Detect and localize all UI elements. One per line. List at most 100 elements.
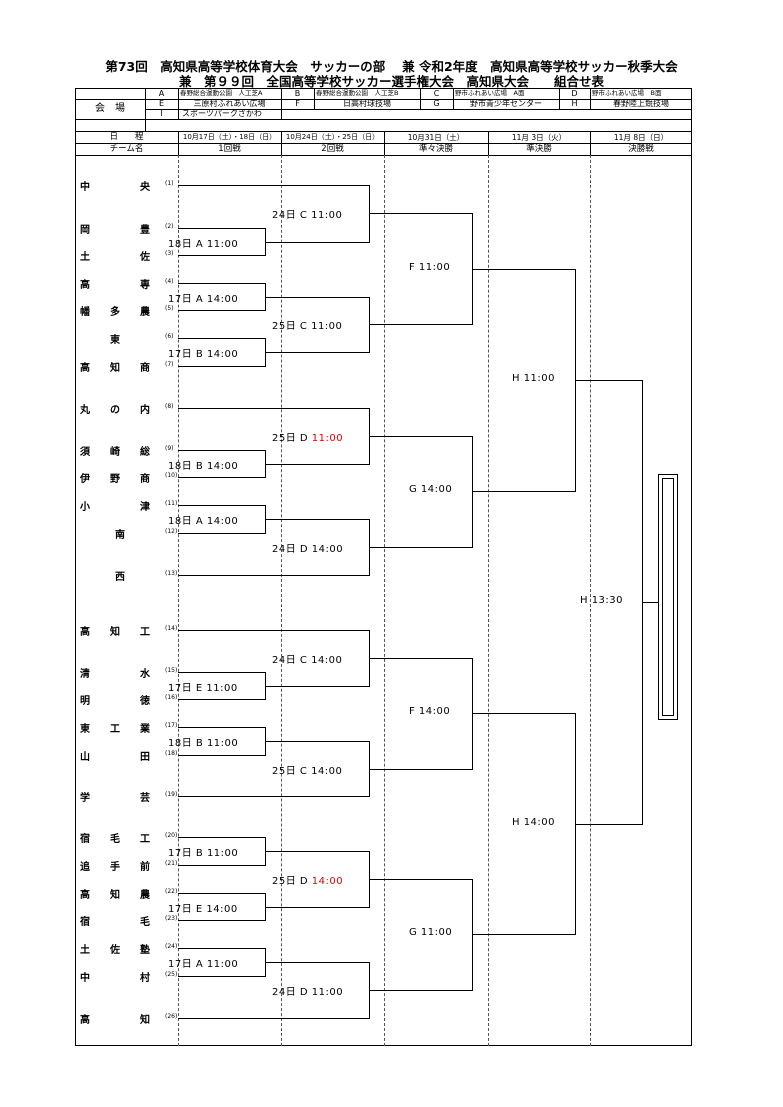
venue-code: I: [160, 109, 163, 118]
qf-match-label: F 11:00: [409, 261, 451, 273]
round-header: 準々決勝: [418, 144, 453, 154]
bracket-line: [265, 463, 369, 465]
venue-code: E: [158, 99, 165, 108]
team-name: 宿毛: [80, 913, 172, 928]
title-line-1: 第73回 高知県高等学校体育大会 サッカーの部 兼 令和2年度 高知県高等学校サ…: [105, 59, 678, 74]
date-cell: 10月31日（土）: [407, 133, 465, 142]
r2-match-label: 25日 D 14:00: [272, 872, 343, 887]
bracket-line: [265, 352, 369, 353]
venue-name: スポーツパークさかわ: [182, 109, 262, 118]
r2-match-label: 24日 D 14:00: [272, 540, 343, 555]
venue-label: 会 場: [95, 103, 125, 114]
team-name-text: 中央: [80, 178, 150, 193]
team-name-char: 高: [80, 627, 90, 638]
r1-match-label: 17日 E 14:00: [168, 903, 238, 915]
team-name-char: 幡: [80, 307, 90, 318]
team-name-char: 土: [80, 252, 90, 263]
venue-name: 野市ふれあい広場 A面: [455, 89, 525, 97]
team-name-char: 豊: [140, 225, 150, 236]
bracket-line: [369, 990, 472, 991]
r1-match-label: 17日 E 11:00: [168, 682, 238, 694]
team-name: 土佐: [80, 248, 172, 263]
team-name-char: 工: [140, 834, 150, 845]
bracket-line: [178, 450, 265, 451]
bracket-line: [178, 505, 265, 506]
bracket-line: [265, 685, 369, 687]
bracket-line: [178, 477, 265, 478]
team-name-text: 西: [80, 568, 185, 583]
team-name-char: 中: [80, 973, 90, 984]
bracket-line: [369, 878, 472, 880]
grid-line: [75, 143, 692, 144]
grid-line: [590, 88, 591, 109]
team-name-char: 商: [140, 474, 150, 485]
bracket-line: [575, 823, 642, 825]
team-seed: (20): [165, 832, 178, 839]
team-name-char: 水: [140, 669, 150, 680]
bracket-line: [178, 699, 265, 700]
venue-code: A: [158, 89, 165, 98]
team-name-text: 中村: [80, 969, 150, 984]
r2-match-day-venue: 25日 C: [272, 765, 312, 777]
team-seed: (8): [165, 403, 174, 410]
team-name-char: 農: [140, 307, 150, 318]
team-seed: (14): [165, 625, 178, 632]
column-divider: [384, 155, 385, 1046]
r1-match-label: 17日 B 14:00: [168, 349, 239, 360]
team-name-char: 毛: [110, 834, 120, 845]
column-divider: [281, 155, 282, 1046]
r2-match-day-venue: 25日 D: [272, 875, 312, 887]
team-name-char: 工: [140, 627, 150, 638]
bracket-line: [265, 296, 369, 298]
team-name-char: 南: [115, 530, 125, 541]
venue-code: F: [295, 99, 300, 108]
team-name-text: 伊野商: [80, 470, 150, 485]
team-name-char: 追: [80, 862, 90, 873]
team-seed: (15): [165, 667, 178, 674]
final-match-label: H 13:30: [580, 594, 624, 606]
bracket-line: [369, 435, 472, 437]
team-name: 高知: [80, 1011, 172, 1026]
team-name-char: 専: [140, 280, 150, 291]
team-name-char: 津: [140, 502, 150, 513]
grid-line: [420, 88, 421, 109]
team-name-char: 伊: [80, 474, 90, 485]
round-header: 2回戦: [321, 144, 344, 154]
team-seed: (18): [165, 750, 178, 757]
bracket-line: [265, 519, 369, 520]
team-name-char: 前: [140, 862, 150, 873]
team-name: 明徳: [80, 692, 172, 707]
bracket-line: [178, 185, 369, 186]
team-name-char: 佐: [110, 945, 120, 956]
team-seed: (25): [165, 971, 178, 978]
grid-line: [281, 109, 282, 119]
bracket-line: [265, 851, 369, 852]
bracket-line: [178, 408, 369, 409]
team-name-char: 高: [80, 890, 90, 901]
team-name-char: 田: [140, 752, 150, 763]
bracket-line: [472, 713, 575, 715]
venue-code: H: [571, 99, 578, 108]
team-name-char: 総: [140, 447, 150, 458]
team-name-text: 学芸: [80, 789, 150, 804]
bracket-line: [178, 796, 369, 797]
bracket-frame: [75, 88, 692, 1046]
venue-name: 三原村ふれあい広場: [193, 99, 266, 108]
team-seed: (26): [165, 1013, 178, 1020]
bracket-line: [642, 601, 658, 603]
bracket-line: [265, 906, 369, 908]
qf-match-label: F 14:00: [409, 706, 451, 718]
grid-line: [75, 155, 692, 156]
team-name: 高知農: [80, 886, 172, 901]
team-name: 伊野商: [80, 470, 172, 485]
title-line-2: 兼 第９９回 全国高等学校サッカー選手権大会 高知県大会 組合せ表: [178, 74, 604, 89]
bracket-line: [472, 268, 575, 270]
team-name-char: 村: [140, 973, 150, 984]
team-name-char: 野: [110, 474, 120, 485]
r2-match-day-venue: 25日 D: [272, 432, 312, 444]
team-seed: (13): [165, 570, 178, 577]
r2-match-label: 24日 C 14:00: [272, 651, 342, 666]
bracket-line: [369, 768, 472, 770]
team-name-char: 明: [80, 696, 90, 707]
venue-code: D: [571, 89, 578, 98]
